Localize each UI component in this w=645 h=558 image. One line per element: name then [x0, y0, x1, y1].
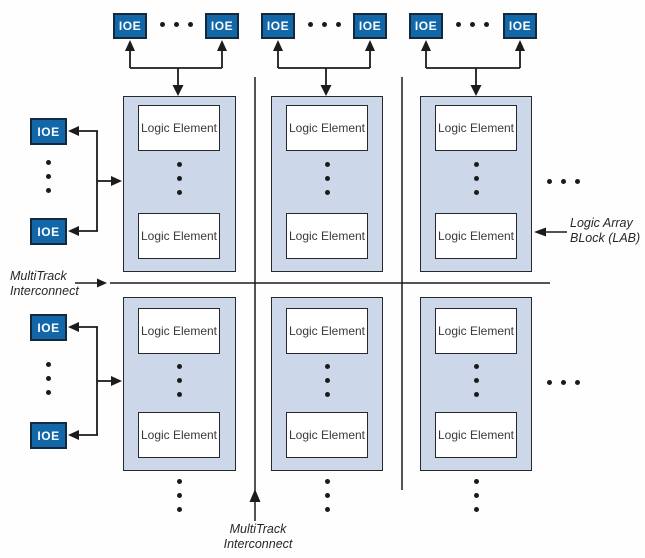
logic-element-box: Logic Element: [286, 213, 368, 259]
ellipsis-dots-icon: [177, 364, 182, 397]
logic-element-box: Logic Element: [138, 105, 220, 151]
top-ioe-connector-arrows: [421, 40, 525, 96]
logic-element-box: Logic Element: [435, 213, 517, 259]
ellipsis-dots-icon: [160, 22, 193, 27]
ellipsis-dots-icon: [325, 364, 330, 397]
logic-element-box: Logic Element: [286, 105, 368, 151]
ioe-box: IOE: [30, 118, 67, 145]
lab-callout-arrow: [534, 227, 567, 237]
ioe-box: IOE: [353, 13, 387, 39]
lab-callout-label: Logic Array BLock (LAB): [570, 216, 641, 245]
ioe-box: IOE: [409, 13, 443, 39]
logic-element-box: Logic Element: [435, 308, 517, 354]
top-ioe-connector-arrows: [125, 40, 227, 96]
ioe-box: IOE: [30, 422, 67, 449]
ellipsis-dots-icon: [547, 380, 580, 385]
ioe-box: IOE: [30, 218, 67, 245]
logic-element-box: Logic Element: [435, 412, 517, 458]
ioe-box: IOE: [30, 314, 67, 341]
ellipsis-dots-icon: [325, 162, 330, 195]
logic-element-box: Logic Element: [138, 213, 220, 259]
ellipsis-dots-icon: [547, 179, 580, 184]
ellipsis-dots-icon: [308, 22, 341, 27]
logic-element-box: Logic Element: [286, 412, 368, 458]
logic-element-box: Logic Element: [138, 308, 220, 354]
ellipsis-dots-icon: [325, 479, 330, 512]
ioe-box: IOE: [113, 13, 147, 39]
ellipsis-dots-icon: [474, 364, 479, 397]
ioe-box: IOE: [205, 13, 239, 39]
left-ioe-bracket-arrows: [68, 322, 122, 440]
top-ioe-connector-arrows: [273, 40, 375, 96]
multitrack-interconnect-label-left: MultiTrack Interconnect: [10, 269, 79, 298]
left-ioe-bracket-arrows: [68, 126, 122, 236]
ellipsis-dots-icon: [177, 479, 182, 512]
ellipsis-dots-icon: [46, 362, 51, 395]
ellipsis-dots-icon: [474, 479, 479, 512]
logic-element-box: Logic Element: [138, 412, 220, 458]
ioe-box: IOE: [261, 13, 295, 39]
ellipsis-dots-icon: [177, 162, 182, 195]
multitrack-interconnect-label-bottom: MultiTrack Interconnect: [223, 522, 293, 551]
ioe-box: IOE: [503, 13, 537, 39]
ellipsis-dots-icon: [46, 160, 51, 193]
ellipsis-dots-icon: [474, 162, 479, 195]
logic-element-box: Logic Element: [286, 308, 368, 354]
ellipsis-dots-icon: [456, 22, 489, 27]
logic-element-box: Logic Element: [435, 105, 517, 151]
